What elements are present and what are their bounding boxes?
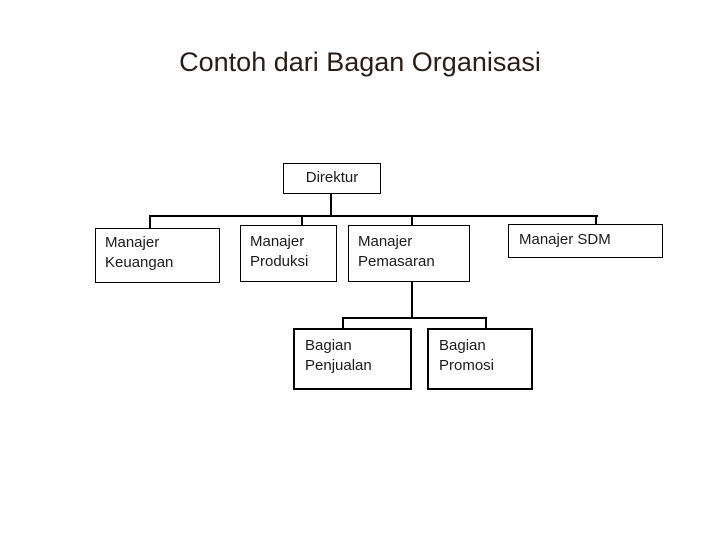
connector-main-horizontal xyxy=(149,215,598,217)
connector-pemasaran-drop xyxy=(411,281,413,318)
node-bagian-penjualan: Bagian Penjualan xyxy=(293,328,412,390)
node-manajer-sdm: Manajer SDM xyxy=(508,224,663,258)
connector-tick-pemasaran xyxy=(411,215,413,226)
node-manajer-keuangan: Manajer Keuangan xyxy=(95,228,220,283)
connector-direktur-drop xyxy=(330,193,332,216)
connector-tick-penjualan xyxy=(342,317,344,329)
connector-tick-sdm xyxy=(595,215,597,225)
connector-tick-produksi xyxy=(301,215,303,226)
slide-title: Contoh dari Bagan Organisasi xyxy=(179,47,541,77)
connector-tick-promosi xyxy=(485,317,487,329)
node-bagian-promosi: Bagian Promosi xyxy=(427,328,533,390)
node-direktur: Direktur xyxy=(283,163,381,194)
connector-sub-horizontal xyxy=(342,317,487,319)
connector-tick-keuangan xyxy=(149,215,151,229)
node-manajer-pemasaran: Manajer Pemasaran xyxy=(348,225,470,282)
node-manajer-produksi: Manajer Produksi xyxy=(240,225,337,282)
